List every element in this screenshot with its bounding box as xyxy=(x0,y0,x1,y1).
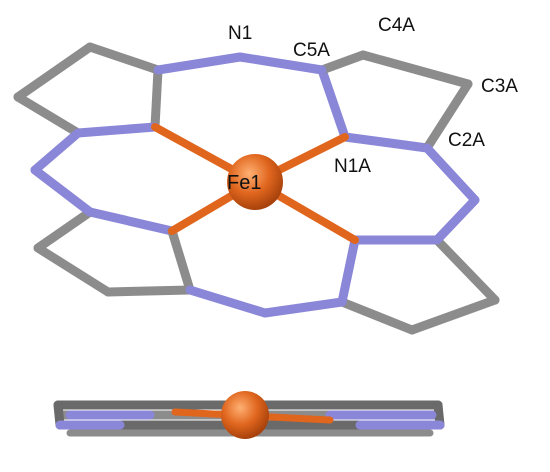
ring-lower-right xyxy=(337,235,500,335)
atom-labels: N1 C5A C4A C3A C2A N1A Fe1 xyxy=(227,15,518,194)
label-fe1: Fe1 xyxy=(227,172,261,194)
label-n1a: N1A xyxy=(334,156,371,177)
label-c2a: C2A xyxy=(448,130,485,151)
fe-atom-top xyxy=(227,154,283,210)
fe-atom-side xyxy=(221,391,269,439)
label-n1: N1 xyxy=(228,23,252,44)
ring-upper-right xyxy=(317,50,473,153)
label-c3a: C3A xyxy=(481,76,518,97)
ring-upper-left xyxy=(13,42,163,138)
inner-n-bonds xyxy=(155,127,172,231)
ring-lower-left xyxy=(33,207,195,297)
label-c5a: C5A xyxy=(293,40,330,61)
label-c4a: C4A xyxy=(378,15,415,36)
meso-bridges xyxy=(30,52,480,318)
